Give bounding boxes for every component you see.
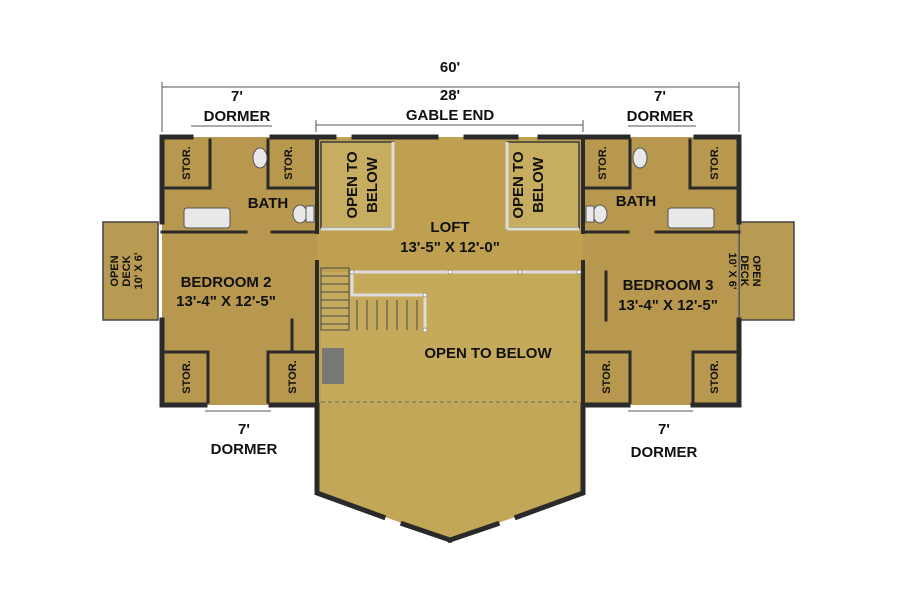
storage-bottom-right-2: STOR. [709,360,721,393]
bath-left-label: BATH [248,195,289,212]
svg-text:STOR.: STOR. [283,146,295,179]
gable-end-label: GABLE END [406,107,495,124]
open-below-left-text: OPEN TO BELOW [344,151,381,219]
deck-right [738,221,795,321]
deck-left [102,221,159,321]
bath-fixtures [183,147,715,229]
loft-size: 13'-5" X 12'-0" [400,239,500,256]
storage-top-left-2: STOR. [283,146,295,179]
storage-top-right-2: STOR. [709,146,721,179]
bedroom3-name: BEDROOM 3 [623,277,714,294]
storage-bottom-left-1: STOR. [181,360,193,393]
chimney [322,348,344,384]
walls [159,134,742,544]
open-to-below-main: OPEN TO BELOW [424,345,552,362]
storage-top-left-1: STOR. [181,146,193,179]
stairs [320,267,418,331]
bath-right-label: BATH [616,193,657,210]
svg-text:STOR.: STOR. [709,146,721,179]
svg-text:STOR.: STOR. [181,360,193,393]
svg-text:OPEN TO: OPEN TO [510,151,527,219]
storage-top-right-1: STOR. [597,146,609,179]
dormer-bottom-right-width: 7' [658,421,670,438]
bedroom3-size: 13'-4" X 12'-5" [618,297,718,314]
dimension-lines [161,82,740,412]
railing-posts [349,269,582,333]
svg-text:STOR.: STOR. [597,146,609,179]
loft-name: LOFT [430,219,469,236]
storage-bottom-left-2: STOR. [287,360,299,393]
dormer-top-left-label: DORMER [204,108,271,125]
dormer-top-left-width: 7' [231,88,243,105]
open-areas-top [320,141,580,229]
svg-text:10' X 6': 10' X 6' [726,252,738,289]
svg-text:OPEN: OPEN [109,255,121,286]
storage-bottom-right-1: STOR. [601,360,613,393]
overall-width-label: 60' [440,59,460,76]
svg-text:BELOW: BELOW [364,156,381,213]
dormer-top-right-label: DORMER [627,108,694,125]
bedroom2-size: 13'-4" X 12'-5" [176,293,276,310]
open-below-right-text: OPEN TO BELOW [510,151,547,219]
svg-text:STOR.: STOR. [709,360,721,393]
svg-text:DECK: DECK [738,255,750,286]
svg-text:OPEN TO: OPEN TO [344,151,361,219]
svg-text:STOR.: STOR. [601,360,613,393]
svg-text:BELOW: BELOW [530,156,547,213]
svg-text:STOR.: STOR. [287,360,299,393]
deck-right-text: OPEN DECK 10' X 6' [726,252,762,289]
dormer-bottom-left-label: DORMER [211,441,278,458]
deck-left-text: OPEN DECK 10' X 6' [109,252,145,289]
dormer-bottom-right-label: DORMER [631,444,698,461]
dormer-top-right-width: 7' [654,88,666,105]
svg-text:OPEN: OPEN [750,255,762,286]
svg-text:10' X 6': 10' X 6' [133,252,145,289]
gable-width-label: 28' [440,87,460,104]
dormer-bottom-left-width: 7' [238,421,250,438]
svg-text:STOR.: STOR. [181,146,193,179]
bedroom2-name: BEDROOM 2 [181,274,272,291]
svg-text:DECK: DECK [121,255,133,286]
railings [321,142,579,330]
